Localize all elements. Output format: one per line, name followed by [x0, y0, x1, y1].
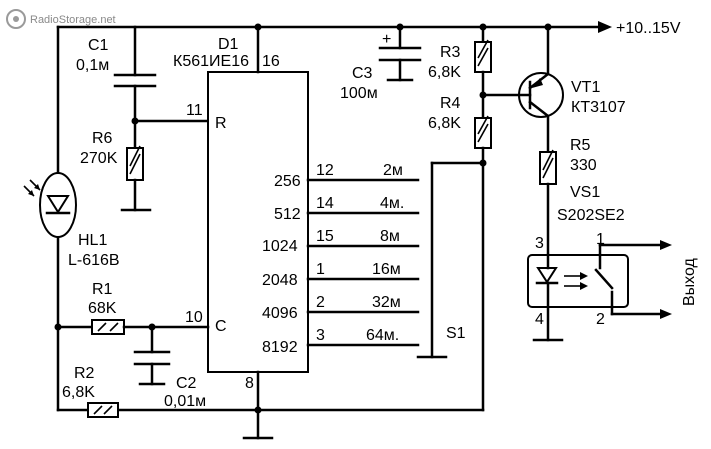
c3-polarity: + — [382, 31, 391, 48]
vs1-pin3: 3 — [535, 235, 544, 252]
r6-value: 270K — [80, 150, 118, 167]
vt1-name: VT1 — [571, 79, 600, 96]
vs1-pin2: 2 — [596, 311, 605, 328]
r1-name: R1 — [92, 281, 113, 298]
vs1-pin4: 4 — [535, 311, 544, 328]
d1-label-r: R — [215, 115, 227, 132]
r1-value: 68K — [88, 300, 117, 317]
supply-label: +10..15V — [616, 20, 681, 37]
resistor-r2: R2 6,8K — [62, 365, 119, 418]
d1-part: К561ИЕ16 — [173, 53, 249, 70]
pin-14: 14 — [316, 195, 334, 212]
r3-value: 6,8K — [428, 64, 461, 81]
c2-value: 0,01м — [164, 393, 206, 410]
optorelay-vs1: VS1 S202SE2 3 4 1 2 Выход — [527, 184, 698, 342]
d1-label-c: C — [215, 318, 227, 335]
vs1-pin1: 1 — [596, 231, 605, 248]
hl1-part: L-616B — [68, 252, 120, 269]
watermark: RadioStorage.net — [6, 9, 116, 29]
c1-value: 0,1м — [76, 57, 109, 74]
div-512: 512 — [274, 206, 301, 223]
transistor-vt1: VT1 КТ3107 — [481, 23, 626, 154]
c3-name: C3 — [352, 65, 373, 82]
capacitor-c3: + C3 100м — [340, 23, 422, 102]
div-4096: 4096 — [262, 305, 298, 322]
time-16m: 16м — [372, 261, 401, 278]
time-2m: 2м — [383, 162, 403, 179]
c3-value: 100м — [340, 85, 378, 102]
pin-1: 1 — [316, 261, 325, 278]
time-4m: 4м. — [380, 195, 404, 212]
div-256: 256 — [274, 173, 301, 190]
div-1024: 1024 — [262, 238, 298, 255]
time-32m: 32м — [372, 294, 401, 311]
r5-name: R5 — [570, 137, 591, 154]
chip-outputs: 256 512 1024 2048 4096 8192 12 14 15 1 2… — [262, 162, 420, 356]
r4-value: 6,8K — [428, 115, 461, 132]
output-label: Выход — [681, 257, 698, 306]
resistor-r1: R1 68K 10 — [54, 281, 210, 335]
switch-s1: S1 — [416, 161, 485, 359]
watermark-text: RadioStorage.net — [30, 14, 116, 26]
pin-3: 3 — [316, 327, 325, 344]
d1-pin-gnd: 8 — [245, 375, 254, 392]
r4-name: R4 — [440, 95, 461, 112]
pin-2: 2 — [316, 294, 325, 311]
r6-name: R6 — [92, 130, 113, 147]
capacitor-c2: C2 0,01м — [133, 325, 206, 410]
resistor-r3: R3 6,8K — [428, 23, 492, 120]
chip-d1: D1 К561ИЕ16 16 R C 8 — [173, 23, 309, 440]
led-hl1: HL1 L-616B — [23, 172, 120, 269]
pin-15: 15 — [316, 228, 334, 245]
time-8m: 8м — [380, 228, 400, 245]
pin-12: 12 — [316, 162, 334, 179]
r2-value: 6,8K — [62, 384, 95, 401]
div-2048: 2048 — [262, 272, 298, 289]
r3-name: R3 — [440, 44, 461, 61]
c2-name: C2 — [176, 375, 197, 392]
vs1-part: S202SE2 — [557, 207, 625, 224]
resistor-r6: R6 270K — [80, 130, 152, 212]
div-8192: 8192 — [262, 339, 298, 356]
switch-label: S1 — [446, 325, 466, 342]
capacitor-c1: C1 0,1м — [76, 25, 157, 150]
hl1-name: HL1 — [78, 232, 107, 249]
r2-name: R2 — [74, 365, 95, 382]
vs1-name: VS1 — [570, 184, 600, 201]
supply-rail: +10..15V — [56, 20, 681, 37]
vt1-part: КТ3107 — [571, 99, 626, 116]
resistor-r5: R5 330 — [539, 137, 597, 257]
time-64m: 64м. — [366, 327, 399, 344]
d1-pin-c: 10 — [185, 309, 203, 326]
d1-pin-r: 11 — [186, 102, 203, 119]
d1-pin-vdd: 16 — [262, 53, 280, 70]
d1-name: D1 — [218, 36, 239, 53]
r5-value: 330 — [570, 157, 597, 174]
resistor-r4: R4 6,8K — [428, 95, 492, 412]
c1-name: C1 — [88, 37, 109, 54]
